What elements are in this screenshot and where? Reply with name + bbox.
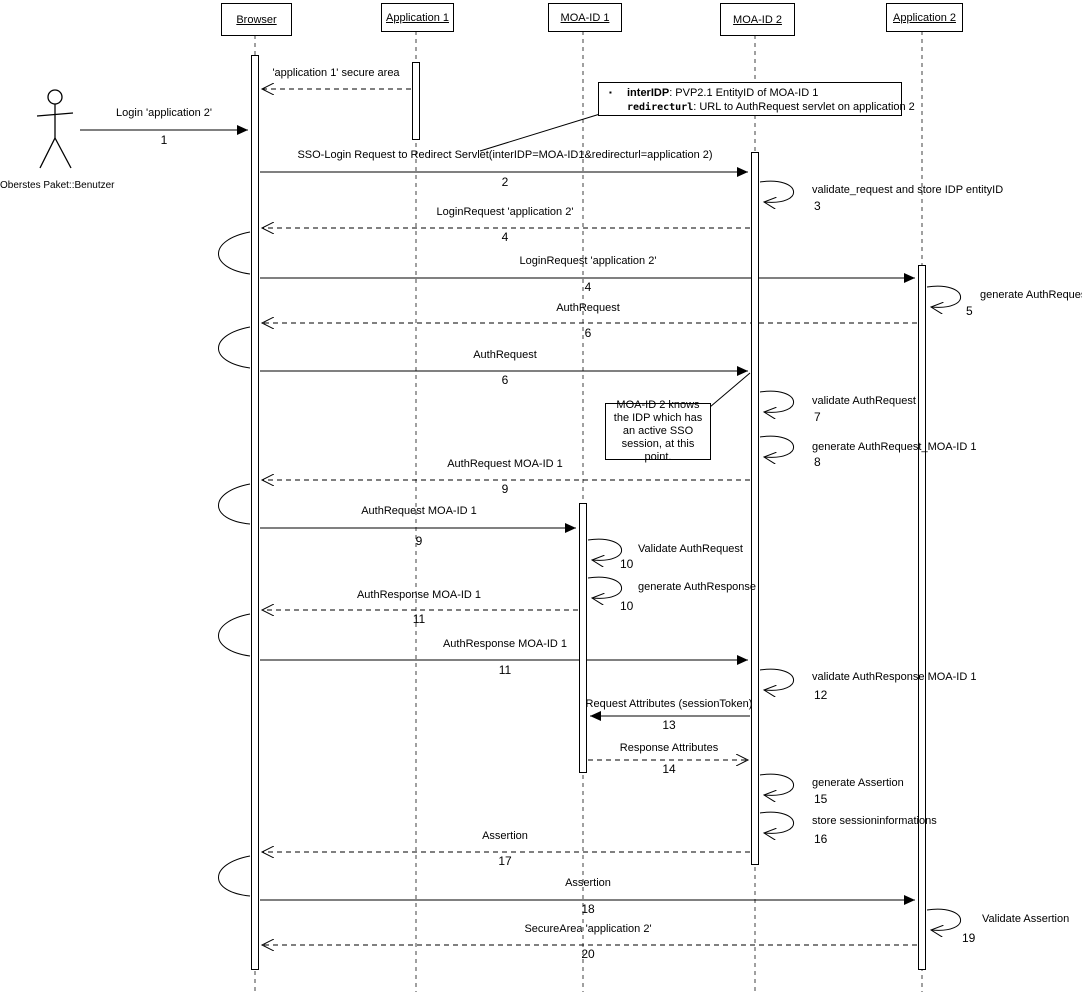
activation-browser	[251, 55, 259, 970]
self-message-number: 12	[814, 688, 828, 702]
activation-application-2	[918, 265, 926, 970]
lifeline-label: Application 2	[893, 11, 956, 24]
message-number: 18	[581, 902, 595, 916]
message-label: AuthRequest	[473, 349, 537, 361]
message-number: 17	[498, 854, 512, 868]
message-number: 9	[501, 482, 509, 496]
self-message-label: generate AuthRequest_MOA-ID 1	[812, 441, 977, 453]
lifeline-header-application-1: Application 1	[381, 3, 454, 32]
activation-moa-id-2	[751, 152, 759, 865]
message-label: AuthRequest	[556, 302, 620, 314]
message-label: Assertion	[565, 877, 611, 889]
self-message-label: generate AuthRequest	[980, 289, 1082, 301]
lifeline-header-moa-id-2: MOA-ID 2	[720, 3, 795, 36]
message-label: AuthResponse MOA-ID 1	[442, 638, 568, 650]
note-config-connector	[479, 113, 601, 152]
note-sso-text: MOA-ID 2 knows the IDP which has an acti…	[613, 399, 703, 463]
message-number: 11	[412, 612, 426, 626]
lifeline-header-application-2: Application 2	[886, 3, 963, 32]
message-label: SecureArea 'application 2'	[524, 923, 652, 935]
self-message-label: store sessioninformations	[812, 815, 937, 827]
note-config-line2: redirecturl: URL to AuthRequest servlet …	[627, 101, 915, 113]
self-message-number: 8	[814, 455, 821, 469]
lifeline-label: MOA-ID 2	[733, 13, 782, 26]
message-label: AuthRequest MOA-ID 1	[447, 458, 563, 470]
self-message-label: Validate AuthRequest	[638, 543, 743, 555]
message-number: 13	[662, 718, 676, 732]
selfloop-generate-authrequest-moaid1	[759, 435, 795, 457]
self-message-number: 5	[966, 304, 973, 318]
message-number: 4	[584, 280, 592, 294]
selfloop-generate-assertion	[759, 773, 795, 795]
lifeline-header-moa-id-1: MOA-ID 1	[548, 3, 622, 32]
note-sso-connector	[709, 372, 751, 408]
note-config: ▪ interIDP: PVP2.1 EntityID of MOA-ID 1 …	[598, 82, 915, 116]
selfloop-generate-authrequest	[926, 285, 962, 307]
message-label: SSO-Login Request to Redirect Servlet(in…	[297, 149, 713, 161]
selfloop-validate-assertion	[926, 908, 962, 930]
message-label: AuthResponse MOA-ID 1	[356, 589, 482, 601]
message-number: 9	[415, 534, 423, 548]
message-label: Assertion	[482, 830, 528, 842]
browser-redirect-arc	[218, 613, 251, 657]
message-number: 4	[501, 230, 509, 244]
browser-redirect-arc	[218, 326, 251, 369]
activation-application-1	[412, 62, 420, 140]
self-message-label: generate AuthResponse	[638, 581, 757, 593]
browser-redirect-arc	[218, 855, 251, 897]
message-label: Login 'application 2'	[116, 107, 212, 119]
message-number: 11	[498, 663, 512, 677]
note-bullet-icon: ▪	[609, 88, 612, 97]
selfloop-generate-authresponse	[587, 576, 623, 598]
message-label: LoginRequest 'application 2'	[436, 206, 574, 218]
selfloop-validate-authresponse	[759, 668, 795, 690]
actor-figure	[36, 89, 74, 169]
self-message-number: 10	[620, 599, 634, 613]
message-number: 20	[581, 947, 595, 961]
note-config-line1: interIDP: PVP2.1 EntityID of MOA-ID 1	[627, 87, 819, 99]
self-message-number: 3	[814, 199, 821, 213]
message-number: 2	[501, 175, 509, 189]
self-message-number: 19	[962, 931, 976, 945]
message-label: LoginRequest 'application 2'	[519, 255, 657, 267]
self-message-number: 10	[620, 557, 634, 571]
message-number: 14	[662, 762, 676, 776]
message-label: Response Attributes	[619, 742, 719, 754]
message-number: 1	[160, 133, 168, 147]
self-message-number: 7	[814, 410, 821, 424]
lifeline-label: Browser	[236, 13, 277, 26]
selfloop-validate-authrequest	[759, 390, 795, 412]
self-message-label: validate_request and store IDP entityID	[812, 184, 1004, 196]
lifeline-label: Application 1	[386, 11, 449, 24]
self-message-number: 16	[814, 832, 828, 846]
self-message-label: validate AuthResponse MOA-ID 1	[812, 671, 977, 683]
message-label: 'application 1' secure area	[272, 67, 400, 79]
message-label: Request Attributes (sessionToken)	[585, 698, 753, 710]
message-number: 6	[501, 373, 509, 387]
activation-moa-id-1	[579, 503, 587, 773]
selfloop-store-sessioninformations	[759, 811, 795, 833]
browser-redirect-arc	[218, 483, 251, 525]
self-message-label: generate Assertion	[812, 777, 904, 789]
message-number: 6	[584, 326, 592, 340]
selfloop-validate-authrequest-moaid1	[587, 538, 623, 560]
note-sso: MOA-ID 2 knows the IDP which has an acti…	[605, 399, 711, 463]
browser-redirect-arc	[218, 231, 251, 275]
lifeline-label: MOA-ID 1	[560, 11, 610, 24]
message-label: AuthRequest MOA-ID 1	[361, 505, 477, 517]
self-message-label: Validate Assertion	[982, 913, 1070, 925]
self-message-number: 15	[814, 792, 828, 806]
actor-label: Oberstes Paket::Benutzer	[0, 180, 115, 191]
lifeline-header-browser: Browser	[221, 3, 292, 36]
selfloop-validate-request	[759, 180, 795, 202]
self-message-label: validate AuthRequest	[812, 395, 916, 407]
